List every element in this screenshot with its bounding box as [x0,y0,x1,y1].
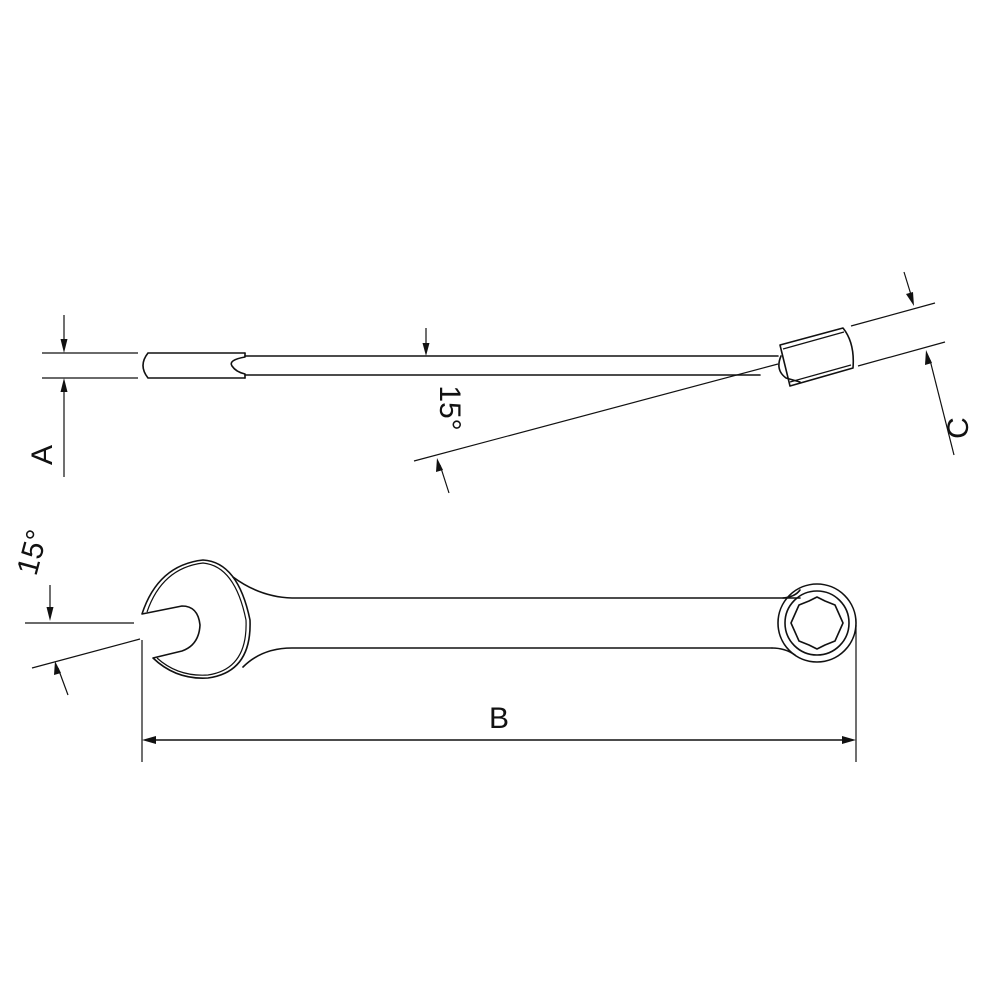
side-open-end-head [142,352,246,379]
dim-b-label: B [489,702,509,735]
side-ring-bevel-top [782,331,845,350]
dim-a-label: A [26,445,59,465]
jaw-angle-label: 15° [11,526,55,578]
side-angle-label: 15° [433,385,466,430]
open-end-head [141,559,251,679]
handle-bottom-edge [242,647,773,668]
side-ring-bevel-bottom [789,364,852,383]
arrow-down-icon [422,343,430,356]
top-view: 15° B [11,526,857,762]
twelve-point-socket-icon [790,596,844,650]
arrow-down-icon [906,292,914,306]
dim-c-extension-top [850,302,936,327]
side-open-end-neck [230,352,246,379]
open-end-inner-bevel [146,562,247,676]
handle-top-edge [232,576,801,599]
arrow-right-icon [842,736,856,744]
arrow-up-icon [54,661,61,675]
ring-end-outer [777,583,857,663]
side-ring-neck [778,355,801,383]
arrow-left-icon [142,736,156,744]
dim-c-arrow-bottom-line [929,359,955,456]
ring-neck-top [782,589,801,599]
side-angle-reference-line [413,363,779,462]
ring-end-inner [784,590,850,656]
jaw-angle-line-inclined [31,638,141,669]
arrow-up-icon [436,458,443,472]
arrow-up-icon [60,378,68,392]
dim-c-label: C [942,417,975,439]
arrow-down-icon [46,607,54,621]
arrow-up-icon [925,350,932,365]
side-view: A C 15° [26,271,975,494]
dim-c-extension-bottom [857,341,946,367]
arrow-down-icon [60,339,68,353]
side-ring-head [779,327,855,387]
